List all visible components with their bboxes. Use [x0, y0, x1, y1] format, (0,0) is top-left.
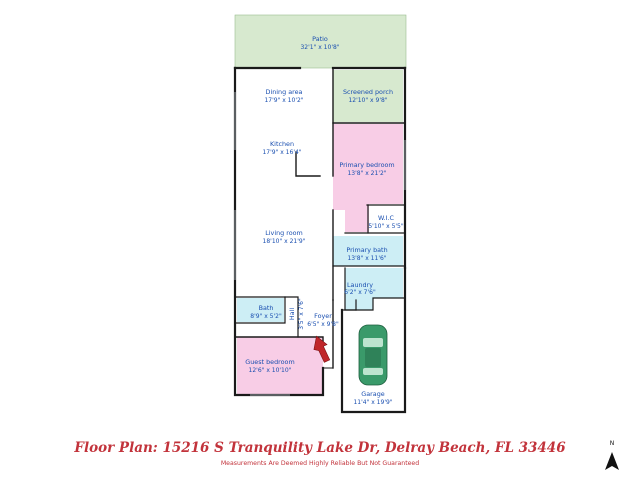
room-dims-dining: 17'9" x 10'2" [264, 97, 303, 104]
room-name-guest-bedroom: Guest bedroom [245, 358, 294, 366]
bath-area [237, 298, 284, 322]
entry-arrow-icon [313, 335, 331, 363]
room-dims-living-room: 18'10" x 21'9" [263, 238, 306, 245]
room-dims-bath: 8'9" x 5'2" [250, 313, 282, 320]
patio-area [234, 14, 407, 69]
room-name-garage: Garage [361, 390, 384, 398]
primary-bath-area [333, 236, 403, 266]
north-letter: N [609, 440, 615, 447]
room-name-primary-bath: Primary bath [346, 246, 387, 254]
room-name-patio: Patio [312, 35, 328, 43]
room-name-bath: Bath [259, 304, 274, 312]
windows [234, 92, 406, 396]
car-icon [358, 324, 388, 386]
room-name-foyer: Foyer [314, 312, 332, 320]
room-dims-screened-porch: 12'10" x 9'8" [348, 97, 387, 104]
room-dims-hall: 3'5" x 7'6" [298, 298, 305, 330]
room-dims-laundry: 6'2" x 7'6" [344, 289, 376, 296]
room-name-dining: Dining area [266, 88, 303, 96]
north-compass: N [600, 440, 624, 474]
room-name-kitchen: Kitchen [270, 140, 294, 148]
room-name-living-room: Living room [265, 229, 303, 237]
room-dims-primary-bedroom: 13'8" x 21'2" [347, 170, 386, 177]
screened-porch-area [333, 70, 403, 122]
room-dims-primary-bath: 13'8" x 11'6" [347, 255, 386, 262]
room-name-laundry: Laundry [347, 281, 373, 289]
room-dims-wic: 5'10" x 5'5" [368, 223, 404, 230]
room-name-wic: W.I.C [378, 214, 395, 222]
primary-bedroom-area [333, 124, 403, 232]
guest-bedroom-area [237, 337, 323, 394]
room-dims-garage: 11'4" x 19'9" [353, 399, 392, 406]
plan-title: Floor Plan: 15216 S Tranquility Lake Dr,… [74, 440, 566, 456]
plan-disclaimer: Measurements Are Deemed Highly Reliable … [220, 460, 420, 467]
room-dims-foyer: 6'5" x 9'8" [307, 321, 339, 328]
room-dims-kitchen: 17'9" x 16'4" [262, 149, 301, 156]
room-name-screened-porch: Screened porch [343, 88, 393, 96]
room-name-hall: Hall [288, 308, 296, 320]
room-name-primary-bedroom: Primary bedroom [339, 161, 394, 169]
room-dims-patio: 32'1" x 10'8" [300, 44, 339, 51]
room-dims-guest-bedroom: 12'6" x 10'10" [249, 367, 292, 374]
north-arrow-icon [605, 452, 619, 470]
laundry-area [345, 268, 403, 310]
wic-area [369, 206, 403, 232]
